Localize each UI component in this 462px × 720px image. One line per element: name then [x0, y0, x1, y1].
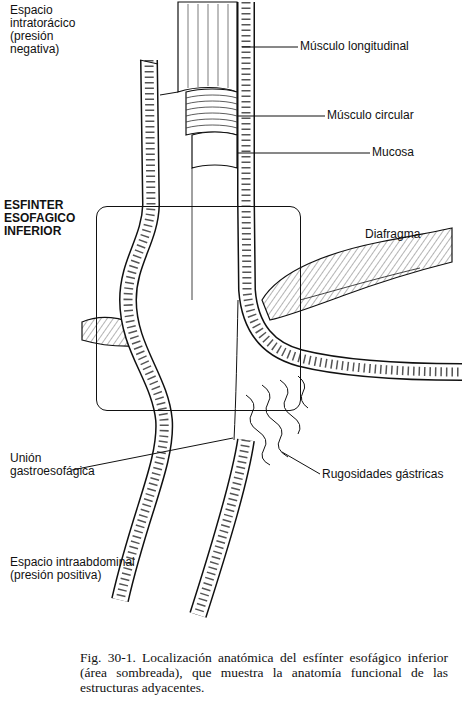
part-label: Espacio intraabdominal (presión positiva… — [10, 556, 160, 582]
part-label: Espacio intratorácico (presión negativa) — [10, 4, 92, 56]
circular-fibers — [186, 95, 237, 128]
muscle-fibers — [188, 4, 228, 88]
leader-line — [72, 438, 233, 470]
wall-outline — [198, 440, 246, 615]
muscle-layer — [120, 60, 164, 600]
gastric-fold — [262, 385, 288, 457]
sphincter-region: ESFINTER ESOFAGICO INFERIOR — [96, 206, 301, 411]
lumen-line — [192, 168, 193, 300]
wall-fill — [246, 2, 462, 372]
part-label: Músculo circular — [327, 109, 414, 122]
longitudinal-muscle — [178, 2, 237, 92]
mucosa-layer — [192, 132, 237, 168]
wall-outline — [246, 2, 462, 372]
muscle-layer — [246, 2, 462, 372]
circular-muscle — [186, 89, 237, 135]
gastric-fold — [298, 376, 308, 408]
diaphragm-right — [262, 228, 452, 320]
muscle-layer — [198, 440, 246, 615]
region-heading: ESFINTER ESOFAGICO INFERIOR — [4, 199, 94, 238]
part-label: Músculo longitudinal — [300, 40, 409, 53]
diaphragm-fiber — [300, 268, 420, 300]
layer-edge — [160, 92, 178, 95]
mucosa-boundary — [234, 300, 238, 440]
part-label: Unión gastroesofágica — [10, 452, 110, 478]
leader-line — [238, 116, 325, 117]
leader-line — [238, 153, 370, 154]
figure-caption: Fig. 30-1. Localización anatómica del es… — [80, 650, 448, 695]
wall-cut — [140, 60, 158, 64]
wall-fill — [198, 440, 246, 615]
leader-line — [242, 47, 298, 48]
part-label: Rugosidades gástricas — [322, 468, 443, 481]
part-label: Mucosa — [372, 146, 414, 159]
leader-line — [282, 452, 320, 474]
wall-outline — [120, 60, 164, 600]
gastric-fold — [280, 380, 300, 434]
part-label: Diafragma — [365, 228, 420, 241]
wall-fill — [120, 60, 164, 600]
